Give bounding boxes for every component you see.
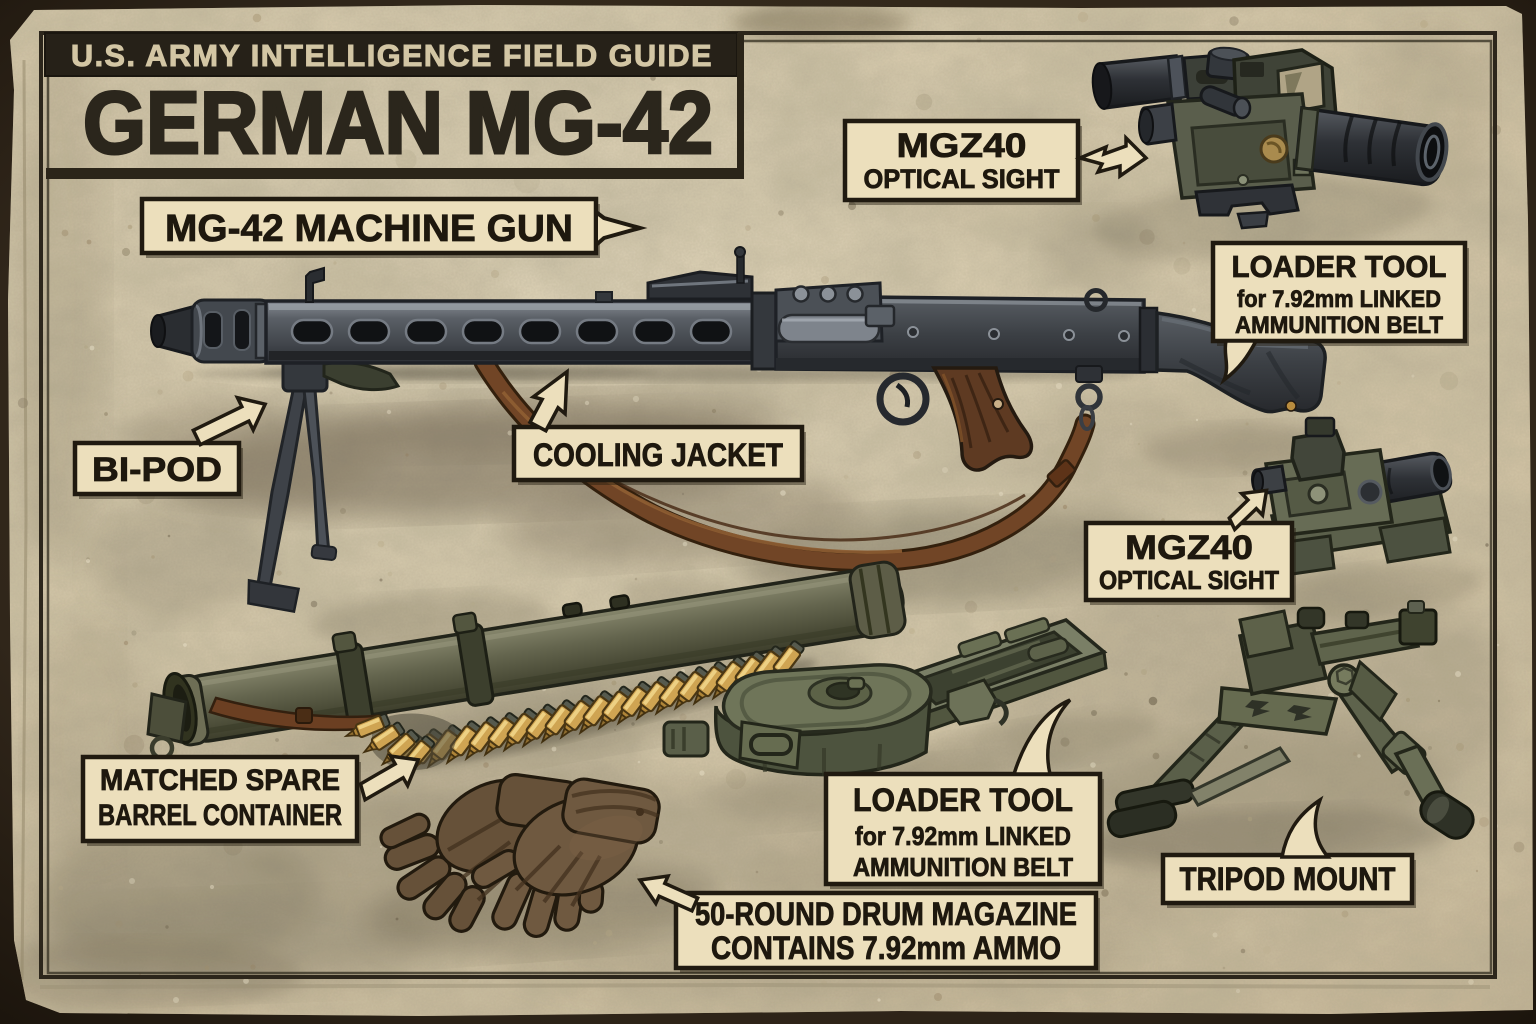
- svg-text:MGZ40: MGZ40: [1125, 529, 1253, 567]
- svg-text:for 7.92mm LINKED: for 7.92mm LINKED: [1237, 286, 1441, 313]
- svg-text:GERMAN MG-42: GERMAN MG-42: [83, 73, 713, 172]
- svg-text:U.S. ARMY INTELLIGENCE FIELD G: U.S. ARMY INTELLIGENCE FIELD GUIDE: [71, 38, 713, 73]
- svg-text:MG-42 MACHINE GUN: MG-42 MACHINE GUN: [165, 208, 573, 250]
- svg-text:OPTICAL SIGHT: OPTICAL SIGHT: [1099, 565, 1279, 595]
- svg-text:LOADER TOOL: LOADER TOOL: [1232, 249, 1447, 284]
- svg-text:TRIPOD MOUNT: TRIPOD MOUNT: [1180, 861, 1396, 897]
- svg-text:BARREL CONTAINER: BARREL CONTAINER: [98, 799, 342, 832]
- svg-text:LOADER TOOL: LOADER TOOL: [853, 782, 1073, 818]
- svg-text:AMMUNITION BELT: AMMUNITION BELT: [853, 852, 1073, 882]
- svg-text:CONTAINS 7.92mm AMMO: CONTAINS 7.92mm AMMO: [711, 930, 1061, 966]
- svg-text:MGZ40: MGZ40: [897, 127, 1027, 165]
- svg-text:OPTICAL SIGHT: OPTICAL SIGHT: [864, 164, 1060, 194]
- svg-text:BI-POD: BI-POD: [92, 451, 222, 489]
- svg-text:for 7.92mm LINKED: for 7.92mm LINKED: [855, 821, 1071, 851]
- svg-text:50-ROUND DRUM MAGAZINE: 50-ROUND DRUM MAGAZINE: [695, 896, 1077, 932]
- svg-text:AMMUNITION BELT: AMMUNITION BELT: [1235, 312, 1443, 339]
- svg-text:MATCHED SPARE: MATCHED SPARE: [100, 764, 340, 797]
- svg-text:COOLING JACKET: COOLING JACKET: [533, 437, 783, 473]
